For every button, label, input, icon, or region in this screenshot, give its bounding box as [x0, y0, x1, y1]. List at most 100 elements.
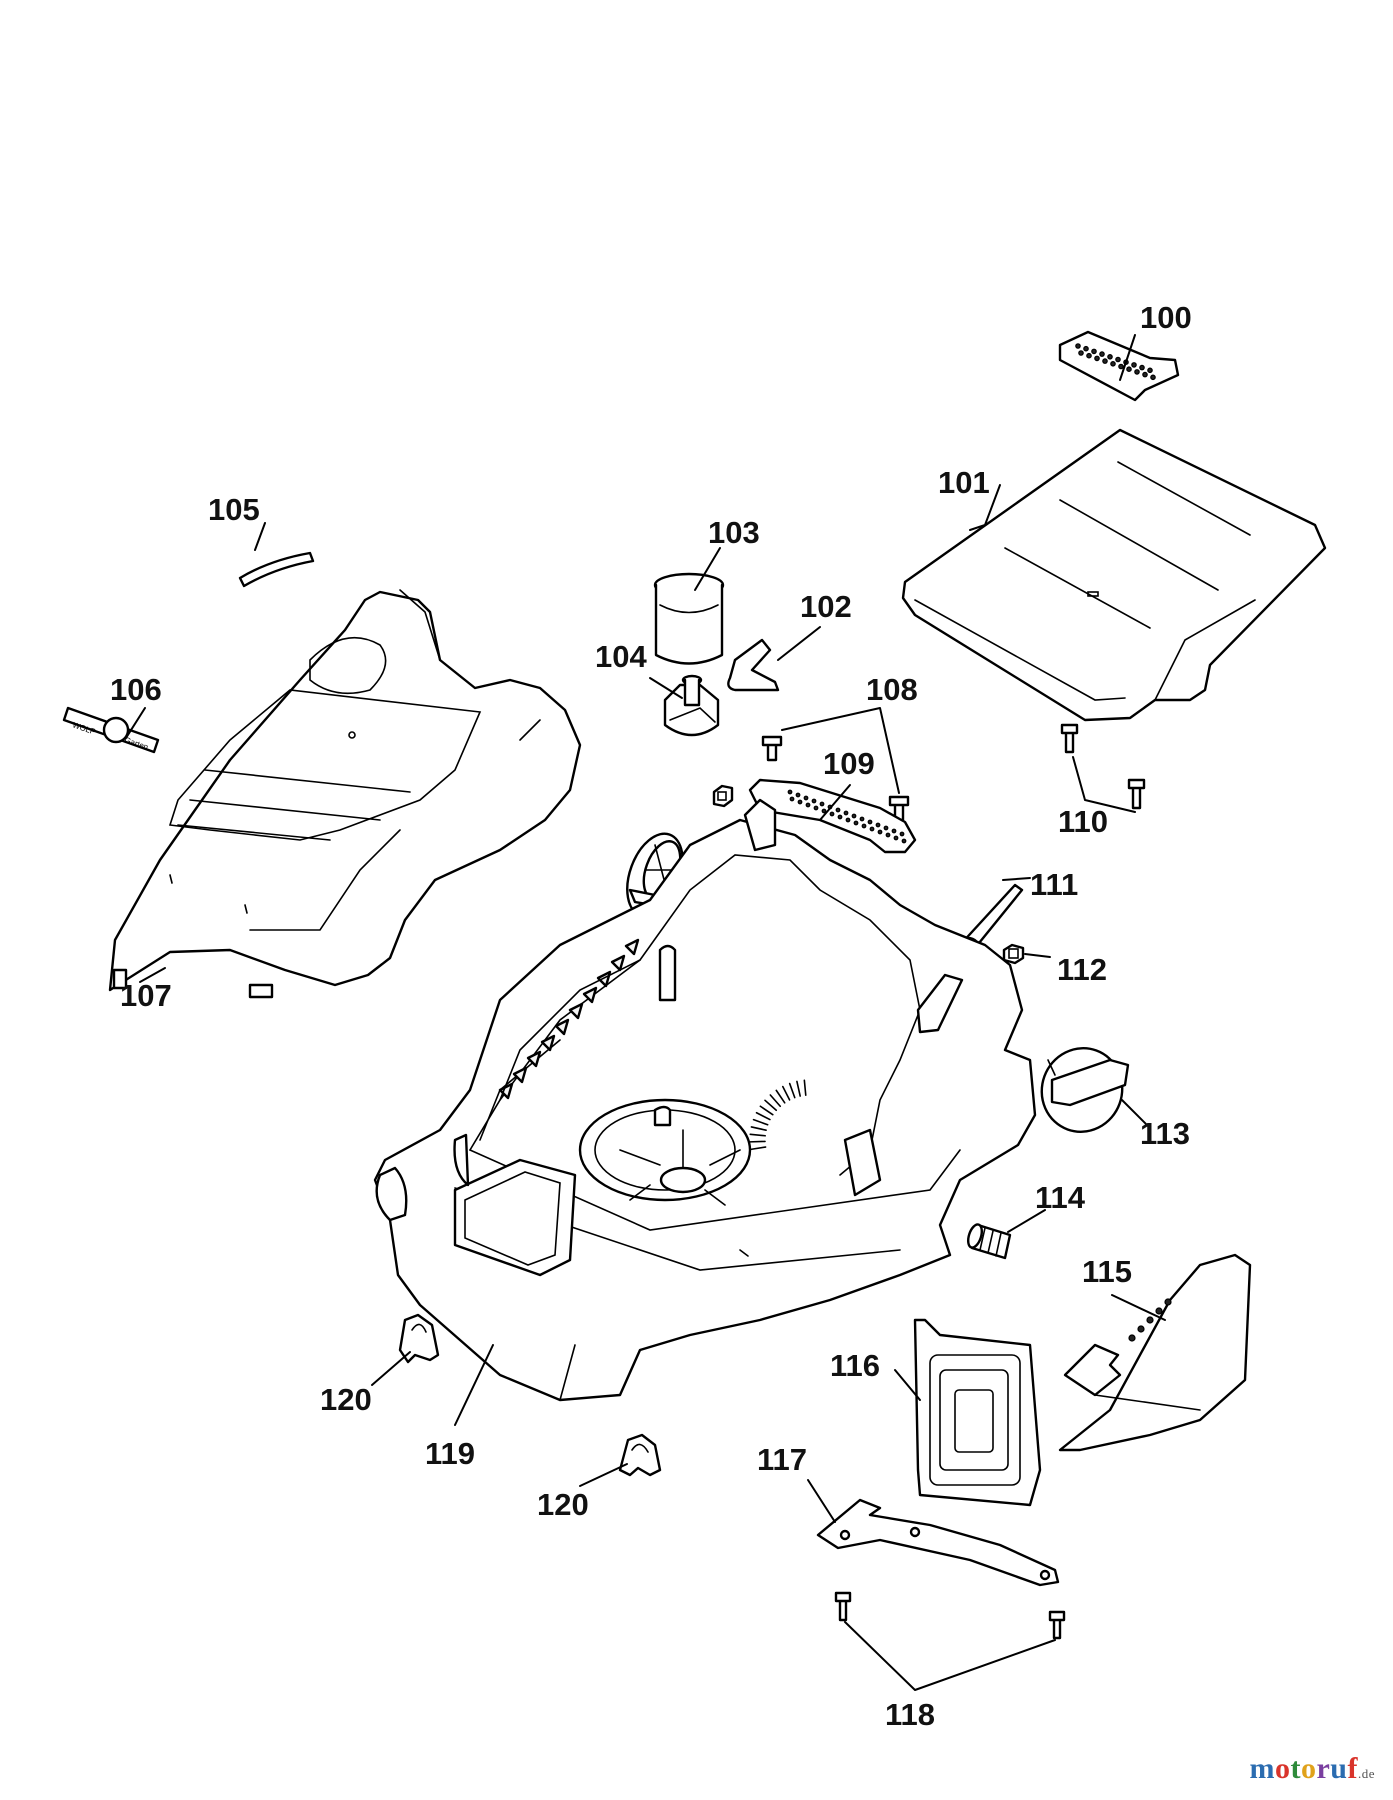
label-116: 116: [830, 1348, 880, 1383]
part-115-grass-deflector: [1058, 1253, 1252, 1452]
deck-rib: [540, 1034, 556, 1052]
deflector-dot: [1137, 1325, 1145, 1333]
deflector-dot: [1146, 1316, 1154, 1324]
label-119: 119: [425, 1436, 475, 1471]
watermark-letter: r: [1316, 1752, 1331, 1785]
grip-dot: [1115, 356, 1121, 363]
grip-dot: [1099, 351, 1105, 357]
part-118-screws: [834, 1591, 1066, 1640]
watermark-letter: f: [1347, 1752, 1358, 1785]
insert-dot: [787, 789, 793, 795]
part-102-clip: [727, 638, 780, 692]
label-120b: 120: [537, 1487, 589, 1522]
deck-tooth: [749, 1146, 767, 1151]
part-120-clip-lower: [618, 1433, 662, 1477]
insert-dot: [851, 813, 857, 819]
part-107-housing-upper: [108, 589, 582, 999]
label-112: 112: [1057, 952, 1107, 987]
label-111: 111: [1030, 867, 1078, 902]
part-101-top-cover: [901, 428, 1327, 722]
grip-dot: [1150, 374, 1156, 381]
label-114: 114: [1035, 1180, 1086, 1215]
deck-rib: [582, 986, 598, 1004]
grip-dot: [1086, 352, 1092, 359]
part-116-rear-flap: [913, 1318, 1042, 1507]
part-104-hub: [663, 674, 720, 737]
deck-tooth: [775, 1089, 786, 1104]
grip-dot: [1091, 348, 1097, 355]
deck-rib: [610, 954, 626, 972]
insert-dot: [883, 825, 889, 831]
watermark-letter: t: [1290, 1752, 1301, 1785]
insert-dot: [813, 805, 819, 811]
grip-dot: [1134, 369, 1140, 375]
square-nut: [712, 784, 734, 808]
part-103-sleeve: [653, 572, 725, 665]
deck-tooth: [750, 1126, 767, 1131]
deck-rib: [568, 1002, 584, 1020]
mower-deck-housing: [373, 798, 1037, 1402]
grip-dot: [1147, 367, 1153, 374]
insert-dot: [835, 807, 841, 813]
part-100-handle-grip: [1058, 330, 1180, 402]
grip-dot: [1083, 345, 1089, 352]
label-117: 117: [757, 1442, 807, 1477]
insert-dot: [811, 798, 817, 804]
insert-dot: [899, 831, 905, 837]
watermark-letter: o: [1300, 1752, 1317, 1785]
part-110-screws: [1060, 723, 1146, 810]
deck-rib: [624, 938, 640, 956]
watermark-letter: m: [1249, 1752, 1275, 1785]
deck-tooth: [752, 1118, 769, 1126]
insert-dot: [789, 796, 795, 802]
part-106-emblem: WOLF Garten: [62, 706, 160, 754]
insert-dot: [829, 811, 835, 817]
grip-dot: [1102, 358, 1108, 364]
leader-lines: [125, 334, 1166, 1691]
part-labels: 100 101 102 103 104 105 106 107 108 109 …: [110, 300, 1192, 1732]
deck-tooth: [749, 1133, 766, 1137]
insert-dot: [803, 795, 809, 801]
grip-dot: [1126, 366, 1132, 373]
deck-rib: [596, 970, 612, 988]
grip-dot: [1094, 355, 1100, 362]
grip-dot: [1142, 371, 1148, 378]
label-106: 106: [110, 672, 162, 707]
label-108: 108: [866, 672, 918, 707]
deflector-dot: [1128, 1334, 1136, 1342]
grip-dot: [1139, 364, 1145, 371]
watermark-logo: motoruf.de: [1249, 1752, 1375, 1786]
insert-dot: [885, 832, 891, 838]
insert-dot: [805, 802, 811, 808]
deck-rib: [554, 1018, 570, 1036]
insert-dot: [893, 835, 899, 841]
insert-dot: [861, 823, 867, 829]
insert-dot: [877, 829, 883, 835]
label-120a: 120: [320, 1382, 372, 1417]
part-109-handle-insert: [748, 778, 917, 854]
label-104: 104: [595, 639, 647, 674]
insert-dot: [819, 801, 825, 807]
insert-dot: [869, 826, 875, 832]
insert-dot: [853, 820, 859, 826]
watermark-suffix: .de: [1357, 1766, 1375, 1781]
insert-dot: [821, 808, 827, 814]
deck-tooth: [796, 1080, 801, 1097]
deck-rib: [526, 1050, 542, 1068]
insert-dot: [797, 799, 803, 805]
part-120-clip-upper: [398, 1313, 440, 1364]
insert-dot: [859, 816, 865, 822]
grip-dot: [1118, 363, 1124, 370]
deck-tooth: [759, 1105, 774, 1116]
label-110: 110: [1058, 804, 1108, 839]
insert-dot: [795, 792, 801, 798]
label-100: 100: [1140, 300, 1192, 335]
insert-dot: [891, 828, 897, 834]
deflector-dot: [1164, 1298, 1172, 1306]
insert-dot: [843, 810, 849, 816]
deck-tooth: [781, 1085, 791, 1101]
part-113-height-knob: [1040, 1047, 1130, 1133]
deflector-dot: [1155, 1307, 1163, 1315]
grip-dot: [1131, 362, 1137, 368]
